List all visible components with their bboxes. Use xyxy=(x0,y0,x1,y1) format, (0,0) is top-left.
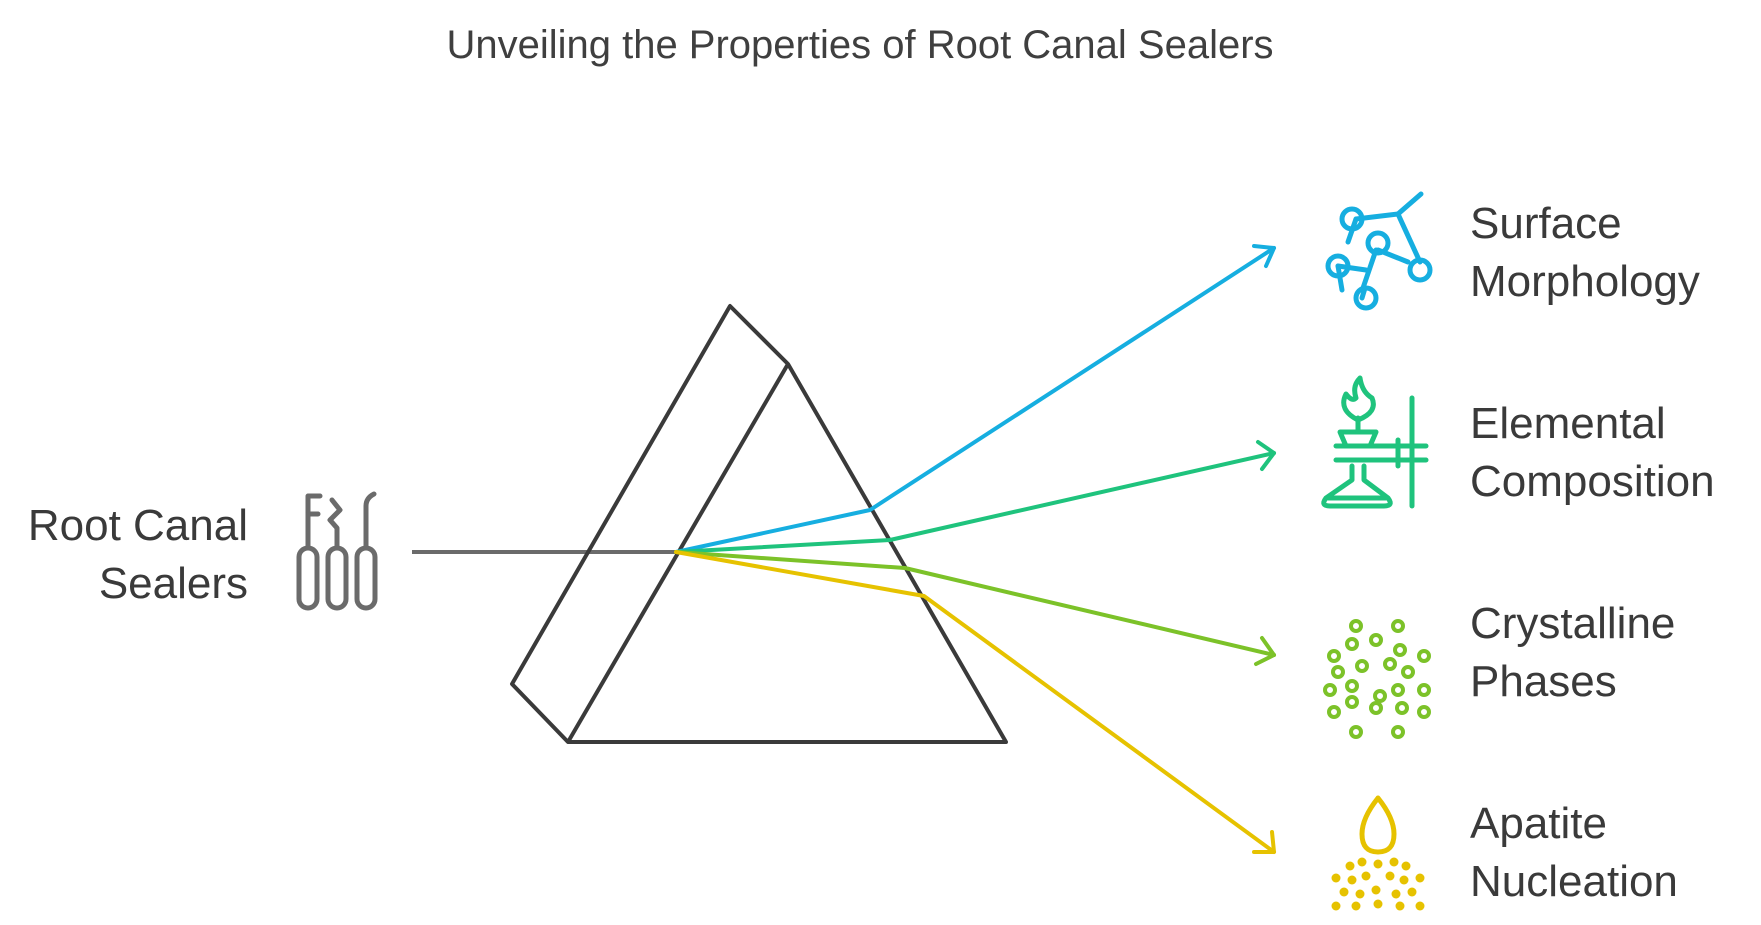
nucleation-particle xyxy=(1331,901,1341,911)
nucleation-particle xyxy=(1339,887,1349,897)
nucleation-particle xyxy=(1355,889,1365,899)
crystal-dot xyxy=(1331,665,1345,679)
dental-instruments-icon xyxy=(296,491,378,611)
nucleation-particle xyxy=(1357,857,1367,867)
crystal-dot xyxy=(1391,619,1405,633)
nucleation-particle xyxy=(1385,871,1395,881)
output-label-line: Phases xyxy=(1470,657,1617,706)
source-label-line-1: Root Canal xyxy=(28,501,248,550)
nucleation-particle xyxy=(1371,885,1381,895)
output-label-elemental-composition: Elemental Composition xyxy=(1470,399,1715,506)
output-label-crystalline-phases: Crystalline Phases xyxy=(1470,599,1675,706)
nucleation-particle xyxy=(1391,889,1401,899)
nucleation-particle xyxy=(1361,871,1371,881)
beam-elemental-composition xyxy=(674,451,1276,554)
crystal-dot xyxy=(1369,701,1383,715)
arrowhead-elemental-composition xyxy=(1256,440,1276,471)
crystal-dot xyxy=(1355,659,1369,673)
nucleation-particle xyxy=(1415,873,1425,883)
crystal-dot xyxy=(1345,637,1359,651)
output-label-line: Composition xyxy=(1470,457,1715,506)
nucleation-particle xyxy=(1401,861,1411,871)
nucleation-particle xyxy=(1395,901,1405,911)
nucleation-particle xyxy=(1347,875,1357,885)
crystal-dot xyxy=(1393,643,1407,657)
crystal-dot xyxy=(1345,679,1359,693)
nucleation-particle xyxy=(1373,859,1383,869)
source-label-line-2: Sealers xyxy=(99,559,248,608)
crystal-dot xyxy=(1417,649,1431,663)
nucleation-particle xyxy=(1345,861,1355,871)
crystal-dot xyxy=(1369,633,1383,647)
nucleation-particle xyxy=(1407,887,1417,897)
nucleation-particle xyxy=(1415,901,1425,911)
crystal-dot xyxy=(1417,683,1431,697)
crystal-dot xyxy=(1349,619,1363,633)
nucleation-particle xyxy=(1351,901,1361,911)
nucleation-particle xyxy=(1373,899,1383,909)
droplet-nucleation-icon xyxy=(1331,795,1425,911)
output-label-apatite-nucleation: Apatite Nucleation xyxy=(1470,799,1678,906)
output-label-line: Elemental xyxy=(1470,399,1666,448)
molecule-network-icon xyxy=(1325,191,1433,311)
crystal-dot xyxy=(1417,705,1431,719)
beam-apatite-nucleation xyxy=(674,550,1276,854)
crystal-dot xyxy=(1373,689,1387,703)
beam-surface-morphology xyxy=(674,246,1276,554)
output-label-line: Morphology xyxy=(1470,257,1700,306)
arrowhead-crystalline-phases xyxy=(1254,636,1276,666)
arrowhead-surface-morphology xyxy=(1252,244,1276,268)
diagram-title: Unveiling the Properties of Root Canal S… xyxy=(446,23,1273,67)
crystal-dot xyxy=(1349,725,1363,739)
output-beams xyxy=(674,244,1276,854)
crystal-dot xyxy=(1391,725,1405,739)
crystal-dot xyxy=(1345,695,1359,709)
crystal-dots-icon xyxy=(1323,619,1431,739)
output-label-line: Surface xyxy=(1470,199,1622,248)
source-label: Root Canal Sealers xyxy=(28,501,248,608)
crystal-dot xyxy=(1383,657,1397,671)
output-label-line: Apatite xyxy=(1470,799,1607,848)
output-label-line: Crystalline xyxy=(1470,599,1675,648)
nucleation-particle xyxy=(1389,857,1399,867)
crystal-dot xyxy=(1401,665,1415,679)
prism xyxy=(510,304,1008,744)
output-label-line: Nucleation xyxy=(1470,857,1678,906)
crystal-dot xyxy=(1327,649,1341,663)
crystal-dot xyxy=(1395,701,1409,715)
arrowhead-apatite-nucleation xyxy=(1252,830,1276,854)
nucleation-particle xyxy=(1399,875,1409,885)
output-label-surface-morphology: Surface Morphology xyxy=(1470,199,1700,306)
crystal-dot xyxy=(1327,705,1341,719)
nucleation-particle xyxy=(1331,873,1341,883)
crystal-dot xyxy=(1391,683,1405,697)
lab-flask-burner-icon xyxy=(1321,375,1429,509)
beam-crystalline-phases xyxy=(674,550,1276,657)
crystal-dot xyxy=(1323,683,1337,697)
